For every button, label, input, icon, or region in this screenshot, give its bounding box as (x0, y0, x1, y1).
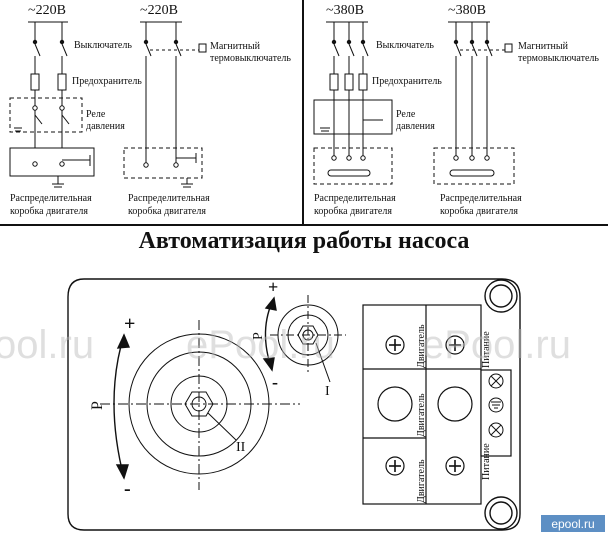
ground-terminals (488, 373, 504, 438)
main-minus-sign: - (124, 478, 131, 500)
terminal-label-motor-bottom: Двигатель (416, 459, 427, 503)
terminal-label-motor-mid: Двигатель (416, 393, 427, 437)
page-title: Автоматизация работы насоса (139, 228, 470, 254)
diff-plus-sign: + (268, 277, 278, 297)
scheme1-relay-label-1: Реле (86, 109, 106, 120)
scheme2-magnetic-label-1: Магнитный (210, 41, 261, 52)
scheme3-fuse-label: Предохранитель (372, 76, 442, 87)
scheme-380v-magnetic-nodes (453, 39, 490, 161)
scheme1-voltage: ~220В (28, 3, 66, 18)
scheme3-junction-label-2: коробка двигателя (314, 206, 392, 217)
watermark-right: ePool.ru (422, 323, 571, 367)
scheme3-relay-label-1: Реле (396, 109, 416, 120)
diff-minus-sign: - (272, 372, 278, 392)
relay-housing (67, 278, 521, 531)
scheme2-junction-label-2: коробка двигателя (128, 206, 206, 217)
scheme2-voltage: ~220В (140, 3, 178, 18)
scheme4-junction-label-1: Распределительная (440, 193, 522, 204)
watermark-center: ePool.ru (186, 323, 335, 367)
scheme4-magnetic-label-1: Магнитный (518, 41, 569, 52)
scheme1-relay-label-2: давления (86, 121, 125, 132)
scheme1-switch-label: Выключатель (74, 40, 132, 51)
watermark-left: ool.ru (0, 323, 94, 367)
scheme3-voltage: ~380В (326, 3, 364, 18)
scheme4-voltage: ~380В (448, 3, 486, 18)
main-plus-sign: + (124, 313, 135, 335)
terminal-screw-motor-bottom (385, 456, 405, 476)
terminal-screw-power-bottom (445, 456, 465, 476)
scheme1-junction-label-2: коробка двигателя (10, 206, 88, 217)
scheme-220v-relay (9, 21, 95, 188)
scheme-380v-magnetic (433, 21, 515, 185)
terminal-label-power-top: Питание (481, 331, 492, 368)
scheme4-junction-label-2: коробка двигателя (440, 206, 518, 217)
screw-2-label: II (236, 440, 246, 455)
logo-text: epool.ru (551, 517, 594, 531)
scheme-380v-relay-nodes (331, 39, 366, 161)
terminal-label-motor-top: Двигатель (416, 324, 427, 368)
screw-1-label: I (325, 384, 330, 399)
diff-pressure-arrow (262, 296, 277, 372)
terminal-hole-right (437, 386, 473, 422)
scheme4-magnetic-label-2: термовыключатель (518, 53, 599, 64)
scheme-220v-magnetic (123, 21, 207, 188)
terminal-label-power-bottom: Питание (481, 443, 492, 480)
terminal-hole-left (377, 386, 413, 422)
scheme-220v-magnetic-nodes (143, 39, 179, 168)
main-pressure-arrow (113, 333, 131, 480)
terminal-screws (377, 335, 473, 476)
scheme-380v-relay (313, 21, 393, 185)
epool-logo: epool.ru (541, 515, 605, 532)
scheme1-junction-label-1: Распределительная (10, 193, 92, 204)
main-pressure-symbol: P (89, 401, 106, 410)
scheme2-junction-label-1: Распределительная (128, 193, 210, 204)
scheme1-fuse-label: Предохранитель (72, 76, 142, 87)
scheme3-switch-label: Выключатель (376, 40, 434, 51)
scheme3-relay-label-2: давления (396, 121, 435, 132)
main-spring-assembly (100, 320, 300, 490)
diff-spring-assembly (270, 295, 346, 383)
diff-pressure-symbol: P (251, 332, 266, 340)
scheme-220v-relay-nodes (32, 39, 65, 167)
scheme2-magnetic-label-2: термовыключатель (210, 53, 291, 64)
terminal-screw-motor-top (385, 335, 405, 355)
scheme3-junction-label-1: Распределительная (314, 193, 396, 204)
